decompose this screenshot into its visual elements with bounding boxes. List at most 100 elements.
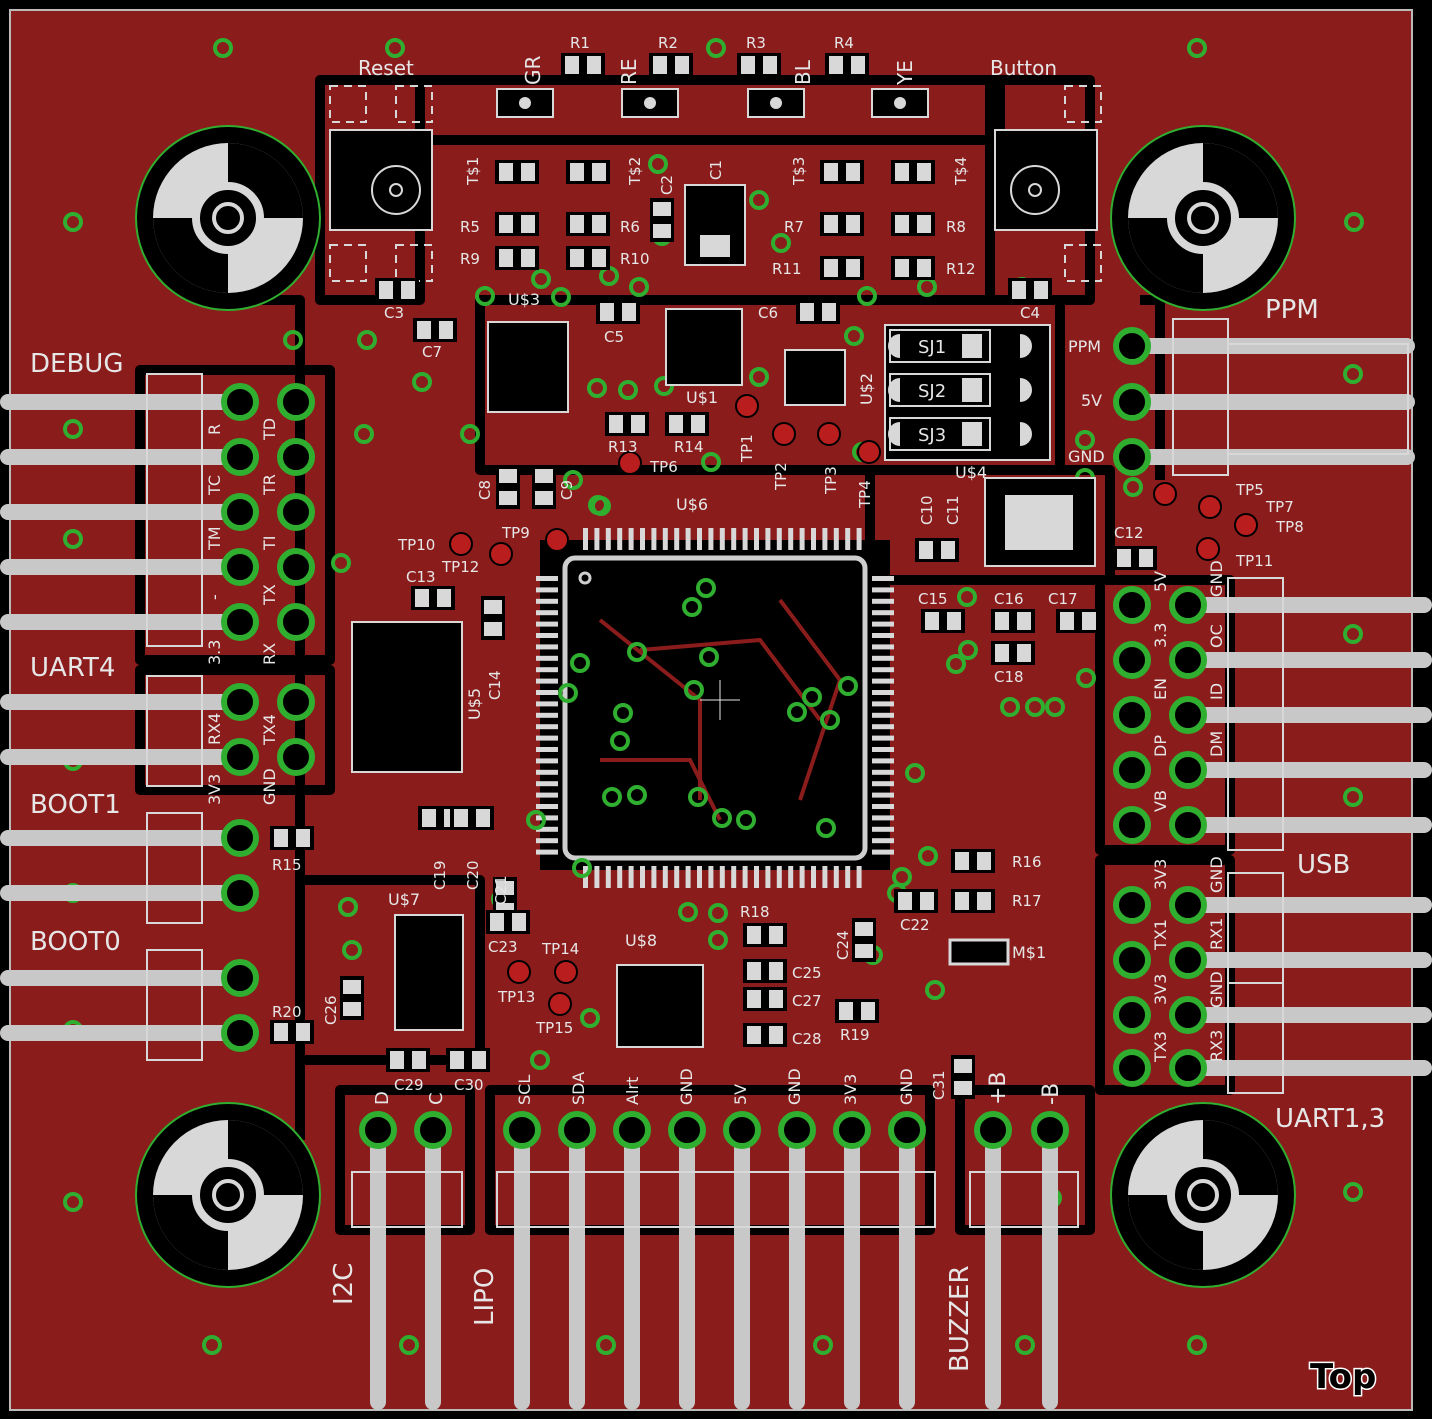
- c18-label: C18: [994, 668, 1024, 686]
- through-hole-pad: [1113, 586, 1151, 624]
- mcu-pin: [872, 781, 894, 787]
- uart4-pin-3v3: 3V3: [205, 774, 224, 805]
- ts2-label: T$2: [626, 157, 644, 186]
- mcu-pin: [799, 528, 805, 550]
- mcu-pin: [872, 792, 894, 798]
- mcu-pin: [708, 528, 714, 550]
- uart13-title: UART1,3: [1275, 1104, 1385, 1134]
- mcu-pin: [628, 528, 634, 550]
- c31-label: C31: [930, 1070, 948, 1100]
- through-hole-pad: [221, 959, 259, 997]
- c7-label: C7: [422, 343, 442, 361]
- mcu-pin: [536, 792, 558, 798]
- i2c-pin-d: D: [372, 1091, 393, 1105]
- debug-pin-tr: TR: [260, 474, 279, 496]
- smd-part: [852, 918, 876, 962]
- mcu-pin: [640, 866, 645, 888]
- via: [1343, 624, 1363, 644]
- smd-part: [495, 160, 539, 184]
- mcu-pin: [640, 528, 645, 550]
- ic-u7-outline: [394, 914, 464, 1031]
- debug-pin-tm: TM: [205, 526, 224, 551]
- test-point: [1234, 513, 1258, 537]
- through-hole-pad: [1169, 586, 1207, 624]
- mounting-hole-top-right: [1110, 125, 1296, 311]
- r15-label: R15: [272, 856, 302, 874]
- mcu-pin: [617, 866, 623, 888]
- smd-part: [894, 889, 938, 913]
- connector-body: [146, 675, 203, 787]
- smd-part: [743, 923, 787, 947]
- usb-pin-gnd: GND: [1207, 560, 1226, 597]
- mcu-pin: [872, 747, 894, 752]
- through-hole-pad: [1113, 941, 1151, 979]
- tp14-label: TP14: [541, 940, 579, 958]
- mcu-pin: [536, 690, 558, 695]
- c1-label: C1: [707, 160, 725, 180]
- mcu-pin: [788, 528, 794, 550]
- smd-part: [270, 1020, 314, 1044]
- c13-label: C13: [406, 568, 436, 586]
- via: [857, 286, 877, 306]
- mcu-pin: [594, 528, 600, 550]
- c26-label: C26: [322, 995, 340, 1025]
- mcu-pin: [872, 712, 894, 718]
- mcu-pin: [754, 866, 759, 888]
- mounting-hole-bottom-right: [1110, 1102, 1296, 1288]
- test-point: [1198, 495, 1222, 519]
- through-hole-pad: [221, 1014, 259, 1052]
- connector-body: [351, 1171, 463, 1228]
- via: [283, 330, 303, 350]
- lipo-title: LIPO: [470, 1268, 500, 1326]
- c2-label: C2: [658, 175, 676, 195]
- lipo-pin-scl: SCL: [515, 1075, 534, 1105]
- via: [1344, 212, 1364, 232]
- u1-label: U$1: [686, 388, 718, 407]
- u8-label: U$8: [625, 931, 657, 950]
- mcu-pin: [872, 838, 894, 844]
- via: [1000, 697, 1020, 717]
- header-pin: [0, 559, 240, 575]
- debug-pin-dash: -: [205, 594, 224, 600]
- through-hole-pad: [277, 738, 315, 776]
- mcu-pin: [536, 667, 558, 673]
- mcu-pin: [872, 804, 894, 809]
- mcu-pin: [536, 644, 558, 650]
- r5-label: R5: [460, 218, 480, 236]
- test-point: [548, 992, 572, 1016]
- i2c-title: I2C: [329, 1263, 359, 1305]
- connector-body: [146, 812, 203, 924]
- mcu-pin: [872, 621, 894, 627]
- connector-body: [969, 1171, 1079, 1228]
- header-pin: [1188, 762, 1432, 778]
- header-pin: [1188, 597, 1432, 613]
- mcu-pin: [872, 815, 894, 821]
- through-hole-pad: [1113, 1049, 1151, 1087]
- mcu-pin: [536, 747, 558, 752]
- header-pin: [789, 1130, 805, 1410]
- mcu-pin: [872, 667, 894, 673]
- r12-label: R12: [946, 260, 976, 278]
- via: [771, 233, 791, 253]
- uart13-pin-3v3b: 3V3: [1151, 974, 1170, 1005]
- header-pin: [569, 1130, 585, 1410]
- via: [531, 269, 551, 289]
- via: [563, 470, 583, 490]
- ppm-title: PPM: [1265, 295, 1319, 325]
- smd-part: [375, 278, 419, 302]
- tp8-label: TP8: [1275, 518, 1304, 536]
- mcu-u6: [536, 528, 894, 888]
- mcu-pin: [872, 690, 894, 695]
- connector-body: [1227, 982, 1284, 1094]
- header-pin: [1188, 817, 1432, 833]
- ic-u1-outline: [665, 308, 743, 386]
- mcu-pin: [536, 610, 558, 616]
- via: [802, 687, 822, 707]
- r8-label: R8: [946, 218, 966, 236]
- mcu-pin: [872, 587, 894, 593]
- mcu-pin: [811, 866, 816, 888]
- buzzer-pin-pos: +B: [986, 1071, 1011, 1105]
- mcu-pin: [662, 528, 668, 550]
- r11-label: R11: [772, 260, 802, 278]
- through-hole-pad: [221, 548, 259, 586]
